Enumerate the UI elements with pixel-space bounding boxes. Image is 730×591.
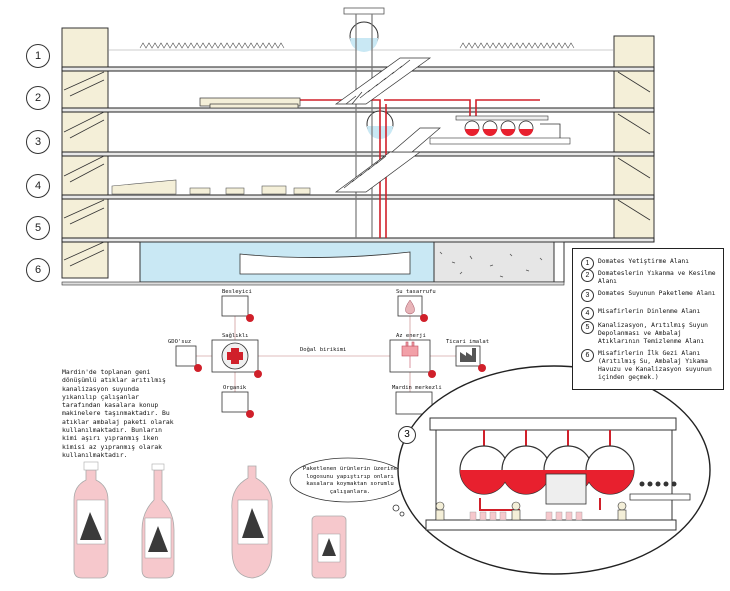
red-pipes — [300, 100, 540, 238]
node-label-organik: Organik — [223, 385, 246, 391]
legend-text: Domates Yetiştirme Alanı — [598, 258, 718, 266]
legend-text: Domates Suyunun Paketleme Alanı — [598, 290, 718, 298]
lounge-seating — [112, 180, 310, 194]
water-pool — [62, 242, 564, 285]
level-marker-1: 1 — [26, 44, 50, 68]
waste-packaging-note: Mardin'de toplanan geni dönüşümlü atıkla… — [62, 368, 174, 459]
legend-text: Domateslerin Yıkanma ve Kesilme Alanı — [598, 270, 718, 286]
legend-text: Kanalizasyon, Arıtılmış Suyun Depolanmas… — [598, 322, 718, 346]
node-label-gdosuz: GDO'suz — [168, 339, 191, 345]
level-marker-5: 5 — [26, 216, 50, 240]
legend-text: Misafirlerin Dinlenme Alanı — [598, 308, 718, 316]
legend-number: 3 — [581, 289, 594, 302]
level-marker-3: 3 — [26, 130, 50, 154]
legend-number: 2 — [581, 269, 594, 282]
node-label-saglikli: Sağlıklı — [222, 333, 249, 339]
detail-callout-3: 3 — [398, 426, 416, 444]
level-marker-2: 2 — [26, 86, 50, 110]
node-label-su-tasarrufu: Su tasarrufu — [396, 289, 436, 295]
node-label-ticari-imalat: Ticari imalat — [446, 339, 489, 345]
level-marker-6: 6 — [26, 258, 50, 282]
legend-text: Misafirlerin İlk Gezi Alanı (Arıtılmış S… — [598, 350, 718, 382]
node-label-mardin-merkezli: Mardin merkezli — [392, 385, 442, 391]
production-tanks — [430, 116, 570, 144]
legend-number: 4 — [581, 307, 594, 320]
node-label-az-enerji: Az enerji — [396, 333, 426, 339]
level-marker-4: 4 — [26, 174, 50, 198]
legend-box: 1 Domates Yetiştirme Alanı 2 Domatesleri… — [572, 248, 724, 390]
detail-ellipse — [398, 366, 710, 574]
legend-number: 6 — [581, 349, 594, 362]
washing-tables — [200, 98, 300, 108]
node-label-dogal-birikim: Doğal birikimi — [300, 347, 346, 353]
concept-nodes — [176, 296, 480, 414]
node-label-besleyici: Besleyici — [222, 289, 252, 295]
thought-bubble-text: Paketlenen ürünlerin üzerine logosunu ya… — [300, 466, 400, 496]
legend-number: 5 — [581, 321, 594, 334]
